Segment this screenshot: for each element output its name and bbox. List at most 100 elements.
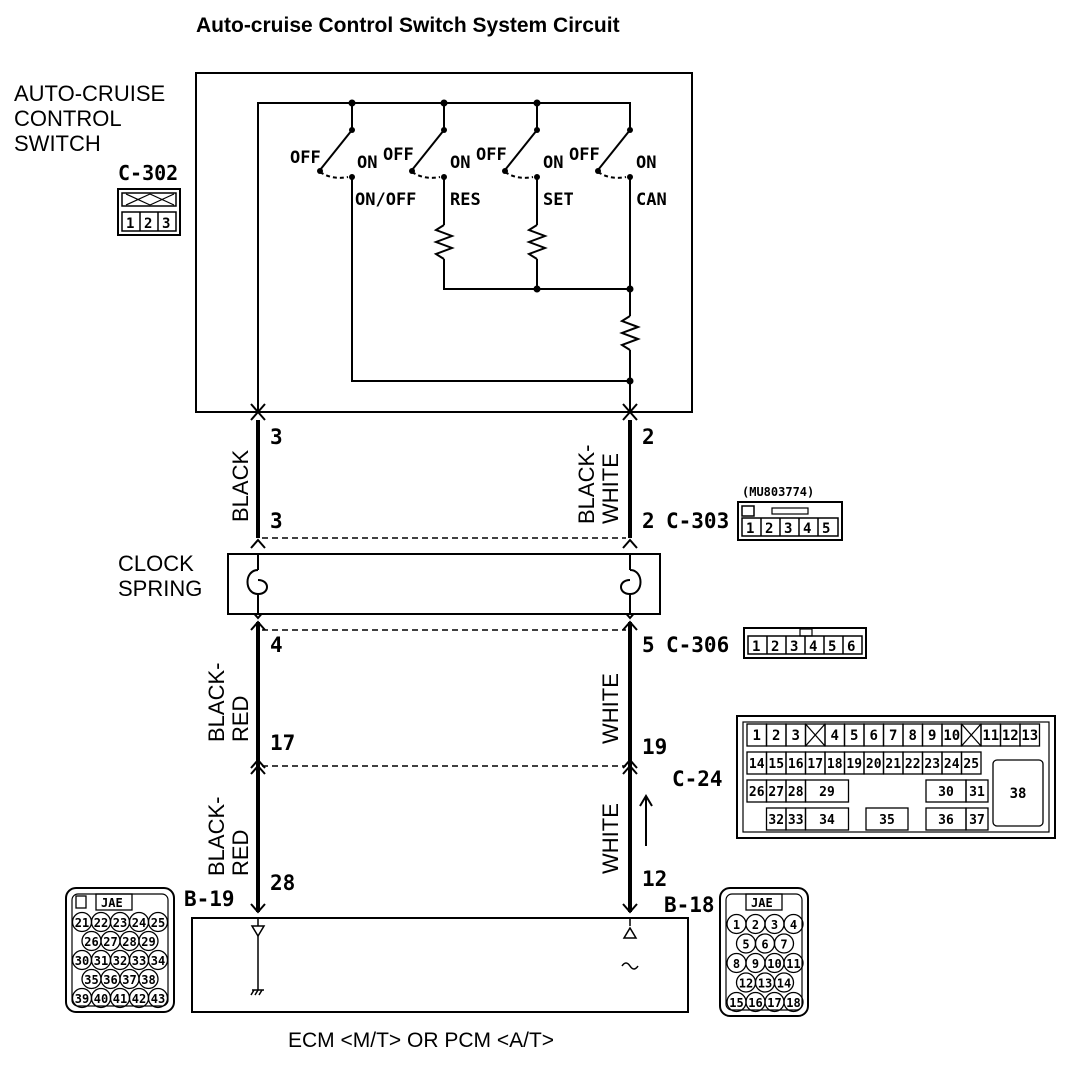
wire-color-labels: BLACK BLACK- WHITE BLACK- RED WHITE BLAC…: [204, 445, 623, 876]
connector-pin-label: 15: [729, 996, 743, 1010]
svg-text:5: 5: [822, 521, 830, 537]
connector-pin: [147, 911, 169, 933]
svg-text:1: 1: [126, 216, 134, 232]
connector-pin-label: 36: [103, 973, 117, 987]
connector-pin-label: 2: [752, 918, 759, 932]
svg-text:2: 2: [144, 216, 152, 232]
connector-pin-label: 24: [132, 916, 146, 930]
c24-pin: 36: [938, 813, 954, 828]
c24-pin: 35: [879, 813, 895, 828]
connector-pin-label: 28: [122, 935, 136, 949]
c24-pin: 6: [870, 728, 878, 744]
connector-pin-label: 40: [94, 992, 108, 1006]
c24-pin: 16: [788, 757, 804, 772]
svg-text:B-18: B-18: [664, 893, 715, 917]
c24-pin: 13: [1021, 728, 1038, 744]
svg-text:OFF: OFF: [476, 145, 507, 165]
connector-pin-label: 38: [141, 973, 155, 987]
svg-text:JAE: JAE: [101, 896, 123, 910]
svg-text:2: 2: [771, 639, 779, 655]
svg-text:BLACK-: BLACK-: [204, 797, 229, 876]
signal-direction-arrow: [639, 794, 653, 846]
c24-pin: 5: [850, 728, 858, 744]
svg-text:12: 12: [642, 867, 667, 891]
connector-pin-label: 8: [733, 957, 740, 971]
svg-text:1: 1: [752, 639, 760, 655]
circuit-junctions: [317, 99, 634, 385]
svg-text:AUTO-CRUISE: AUTO-CRUISE: [14, 81, 165, 106]
connector-pin-label: 22: [94, 916, 108, 930]
c24-pin: 2: [772, 728, 780, 744]
svg-text:3: 3: [270, 425, 283, 449]
svg-text:OFF: OFF: [290, 148, 321, 168]
svg-text:WHITE: WHITE: [598, 673, 623, 744]
c24-pin: 23: [924, 757, 940, 772]
svg-text:C-24: C-24: [672, 767, 723, 791]
c24-pin: 3: [792, 728, 800, 744]
svg-text:2: 2: [642, 509, 655, 533]
c24-pin: 32: [768, 813, 784, 828]
c24-pin: 29: [819, 785, 835, 800]
svg-text:ON: ON: [543, 153, 563, 173]
connector-pin-label: 16: [748, 996, 762, 1010]
svg-text:4: 4: [270, 633, 283, 657]
connector-pin: [783, 952, 804, 974]
connector-pin-label: 11: [786, 957, 800, 971]
svg-text:3: 3: [162, 216, 170, 232]
connector-pin-label: 35: [84, 973, 98, 987]
connector-pin-label: 25: [151, 916, 165, 930]
connector-pin-label: 30: [75, 954, 89, 968]
svg-text:WHITE: WHITE: [598, 803, 623, 874]
connector-pin: [773, 933, 795, 954]
c24-pin: 15: [768, 757, 784, 772]
connector-pin-label: 33: [132, 954, 146, 968]
svg-text:RED: RED: [228, 696, 253, 742]
svg-text:BLACK-: BLACK-: [574, 445, 599, 524]
connector-pin: [783, 991, 804, 1013]
connector-pin-label: 4: [790, 918, 797, 932]
svg-text:19: 19: [642, 735, 667, 759]
connector-pin: [147, 987, 169, 1009]
c24-pin: 11: [982, 728, 999, 744]
c24-pin: 38: [1010, 786, 1027, 802]
connector-pin-label: 43: [151, 992, 165, 1006]
connector-pin: [773, 972, 795, 993]
svg-text:CONTROL: CONTROL: [14, 106, 122, 131]
connector-pin-label: 21: [75, 916, 89, 930]
connector-pin-label: 14: [777, 977, 791, 991]
svg-text:3: 3: [270, 509, 283, 533]
diagram-title: Auto-cruise Control Switch System Circui…: [196, 14, 620, 37]
c24-pin: 14: [749, 757, 765, 772]
svg-text:2: 2: [642, 425, 655, 449]
svg-text:BLACK-: BLACK-: [204, 663, 229, 742]
clock-spring: CLOCK SPRING: [118, 551, 661, 615]
c24-pin: 33: [788, 813, 804, 828]
svg-text:BLACK: BLACK: [228, 450, 253, 522]
pin-numbers: 3 2 3 2 4 5 17 19 28 12: [270, 425, 667, 895]
c24-pin: 22: [905, 757, 921, 772]
svg-text:(MU803774): (MU803774): [742, 485, 814, 499]
connector-pin-label: 6: [761, 938, 768, 952]
c24-pin: 21: [885, 757, 901, 772]
connector-c303: C-303 (MU803774) 1 2 3 4 5: [666, 485, 843, 541]
connector-pin-label: 23: [113, 916, 127, 930]
connector-pin-label: 9: [752, 957, 759, 971]
c24-pin: 7: [889, 728, 897, 744]
svg-text:B-19: B-19: [184, 887, 235, 911]
c24-pin: 1: [753, 728, 761, 744]
svg-text:28: 28: [270, 871, 295, 895]
connector-pin-label: 39: [75, 992, 89, 1006]
c24-pin: 9: [928, 728, 936, 744]
connector-pin-label: 26: [84, 935, 98, 949]
svg-text:1: 1: [746, 521, 754, 537]
c24-pin: 4: [831, 728, 839, 744]
c24-pin: 19: [846, 757, 862, 772]
svg-text:ON: ON: [357, 153, 377, 173]
svg-text:4: 4: [803, 521, 811, 537]
switch-labels: OFF ON ON/OFF OFF ON RES OFF ON SET OFF …: [290, 145, 667, 210]
connector-c306: C-306 1 2 3 4 5 6: [666, 627, 867, 659]
connector-pin-label: 32: [113, 954, 127, 968]
